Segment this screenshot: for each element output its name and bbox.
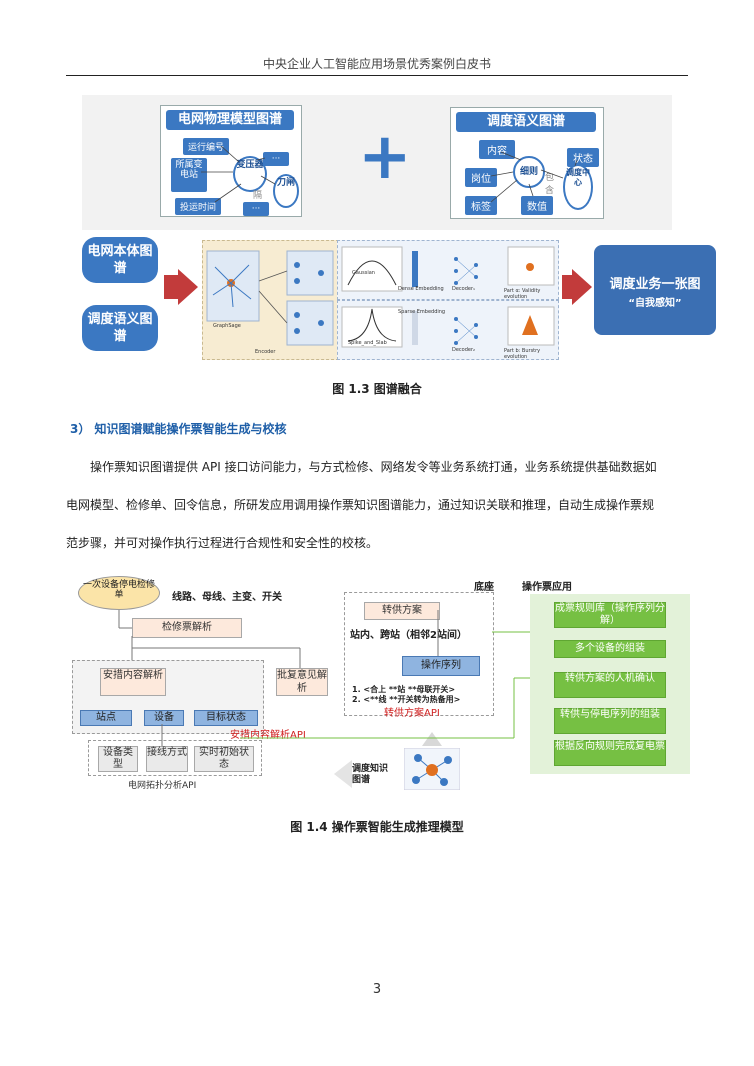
burstry-evolution-label: Part b: Burstry evolution (504, 348, 541, 360)
arrange-api-label: 安措内容解析API (230, 730, 306, 741)
graphsage-label: GraphSage (213, 323, 241, 329)
knowledge-graph-icon (404, 748, 460, 790)
paragraph-line-3: 范步骤，并可对操作执行过程进行合规性和安全性的校核。 (66, 536, 379, 550)
encoder-label: Encoder (255, 349, 276, 355)
sparse-embedding-label: Sparse Embedding (398, 309, 446, 315)
page-number: 3 (372, 982, 382, 997)
station-box: 站点 (80, 710, 132, 726)
paragraph-line-2: 电网模型、检修单、回令信息，所研发应用调用操作票知识图谱能力，通过知识关联和推理… (66, 498, 655, 512)
figure-1-4: 一次设备停电检修单 线路、母线、主变、开关 检修票解析 安措内容解析 站点 设备… (70, 572, 692, 802)
output-dispatch-map: 调度业务一张图 “自我感知” (594, 245, 716, 335)
base-region (344, 592, 494, 716)
equipment-list-label: 线路、母线、主变、开关 (172, 592, 282, 603)
decoder-1-diagram (341, 246, 555, 292)
paragraph-line-1: 操作票知识图谱提供 API 接口访问能力，与方式检修、网络发令等业务系统打通，业… (90, 460, 657, 474)
transfer-api-label: 转供方案API (384, 708, 440, 719)
output-arrow-head (572, 269, 592, 305)
dense-embedding-label: Dense Embedding (398, 286, 444, 292)
input-arrow-stem (164, 275, 178, 299)
kg-up-arrow (422, 732, 442, 746)
tag-position: 岗位 (465, 168, 497, 187)
tag-status: 状态 (567, 148, 599, 167)
maintenance-ticket-oval: 一次设备停电检修单 (78, 576, 160, 610)
figure-1-3: 电网物理模型图谱 运行编号 所属变电站 投运时间 变压器 刀闸 ··· ··· … (82, 95, 716, 360)
gaussian-label: Gaussian (352, 270, 375, 276)
device-type-box: 设备类型 (98, 746, 138, 772)
output-subtitle: “自我感知” (628, 298, 682, 309)
decoder-2-block: Spike_and_Slab Sparse Embedding Decoder₂… (337, 300, 559, 360)
decoder-2-label: Decoder₂ (452, 347, 476, 353)
right-graph-edges (490, 151, 578, 203)
node-rules: 细则 (513, 156, 545, 188)
rule-2: 2. <**线 **开关转为热备用> (352, 695, 461, 704)
topology-api-label: 电网拓扑分析API (128, 781, 197, 791)
node-more-1: ··· (263, 152, 289, 166)
topology-region (88, 740, 262, 776)
left-graph-edges (201, 145, 276, 203)
node-dispatch-center: 调度中心 (563, 164, 593, 210)
kg-left-arrow (318, 760, 352, 788)
section-heading: 3） 知识图谱赋能操作票智能生成与校核 (70, 422, 287, 436)
edge-label-isolate: 隔 (253, 191, 263, 201)
plus-sign: + (358, 120, 412, 194)
app-step-4: 转供与停电序列的组装 (554, 708, 666, 734)
tag-label: 标签 (465, 196, 497, 215)
tag-run-number: 运行编号 (183, 138, 229, 155)
spike-slab-label: Spike_and_Slab (348, 340, 387, 346)
dispatch-semantic-graph-title: 调度语义图谱 (456, 112, 596, 132)
dispatch-semantic-graph-box: 调度语义图谱 内容 状态 岗位 标签 数值 细则 调度中心 包含 (450, 107, 604, 219)
figure-1-4-connectors (118, 610, 536, 746)
arrange-parse-box: 安措内容解析 (100, 668, 166, 696)
app-step-2: 多个设备的组装 (554, 640, 666, 658)
physical-model-graph-box: 电网物理模型图谱 运行编号 所属变电站 投运时间 变压器 刀闸 ··· ··· … (160, 105, 302, 217)
pill-dispatch-semantic: 调度语义图谱 (82, 305, 158, 351)
operation-sequence-box: 操作序列 (402, 656, 480, 676)
app-step-5: 根据反向规则完成复电票 (554, 740, 666, 766)
ticket-parse-box: 检修票解析 (132, 618, 242, 638)
tag-substation: 所属变电站 (171, 158, 207, 192)
base-title: 底座 (474, 582, 494, 593)
encoder-block: GraphSage Encoder (202, 240, 339, 360)
station-scope-label: 站内、跨站（相邻2站间） (350, 630, 467, 641)
running-header: 中央企业人工智能应用场景优秀案例白皮书 (262, 57, 491, 71)
target-state-box: 目标状态 (194, 710, 258, 726)
decoder-1-block: Gaussian Dense Embedding Decoder₁ Part α… (337, 240, 559, 300)
header-rule (66, 75, 688, 76)
tag-value: 数值 (521, 196, 553, 215)
device-box: 设备 (144, 710, 184, 726)
pill-grid-ontology: 电网本体图谱 (82, 237, 158, 283)
reply-parse-box: 批复意见解析 (276, 668, 328, 696)
decoder-2-diagram (341, 306, 555, 348)
decoder-1-label: Decoder₁ (452, 286, 476, 292)
node-more-2: ··· (243, 202, 269, 216)
encoder-diagram (206, 250, 334, 346)
app-step-1: 成票规则库（操作序列分解） (554, 602, 666, 628)
figure-1-3-caption: 图 1.3 图谱融合 (332, 382, 422, 396)
realtime-state-box: 实时初始状态 (194, 746, 254, 772)
dispatch-kg-label: 调度知识图谱 (352, 764, 389, 785)
transfer-plan-box: 转供方案 (364, 602, 440, 620)
tag-commission-time: 投运时间 (175, 198, 221, 215)
node-switch: 刀闸 (273, 174, 299, 208)
app-title: 操作票应用 (522, 582, 572, 593)
figure-1-4-caption: 图 1.4 操作票智能生成推理模型 (290, 820, 464, 834)
input-arrow-head (178, 269, 198, 305)
validity-evolution-label: Part α: Validity evolution (504, 288, 541, 300)
rule-1: 1. <合上 **站 **母联开关> (352, 685, 456, 694)
physical-model-graph-title: 电网物理模型图谱 (166, 110, 294, 130)
wiring-mode-box: 接线方式 (146, 746, 188, 772)
app-step-3: 转供方案的人机确认 (554, 672, 666, 698)
output-arrow-stem (562, 275, 572, 299)
edge-label-contains: 包含 (545, 173, 555, 196)
output-title: 调度业务一张图 (609, 277, 701, 292)
